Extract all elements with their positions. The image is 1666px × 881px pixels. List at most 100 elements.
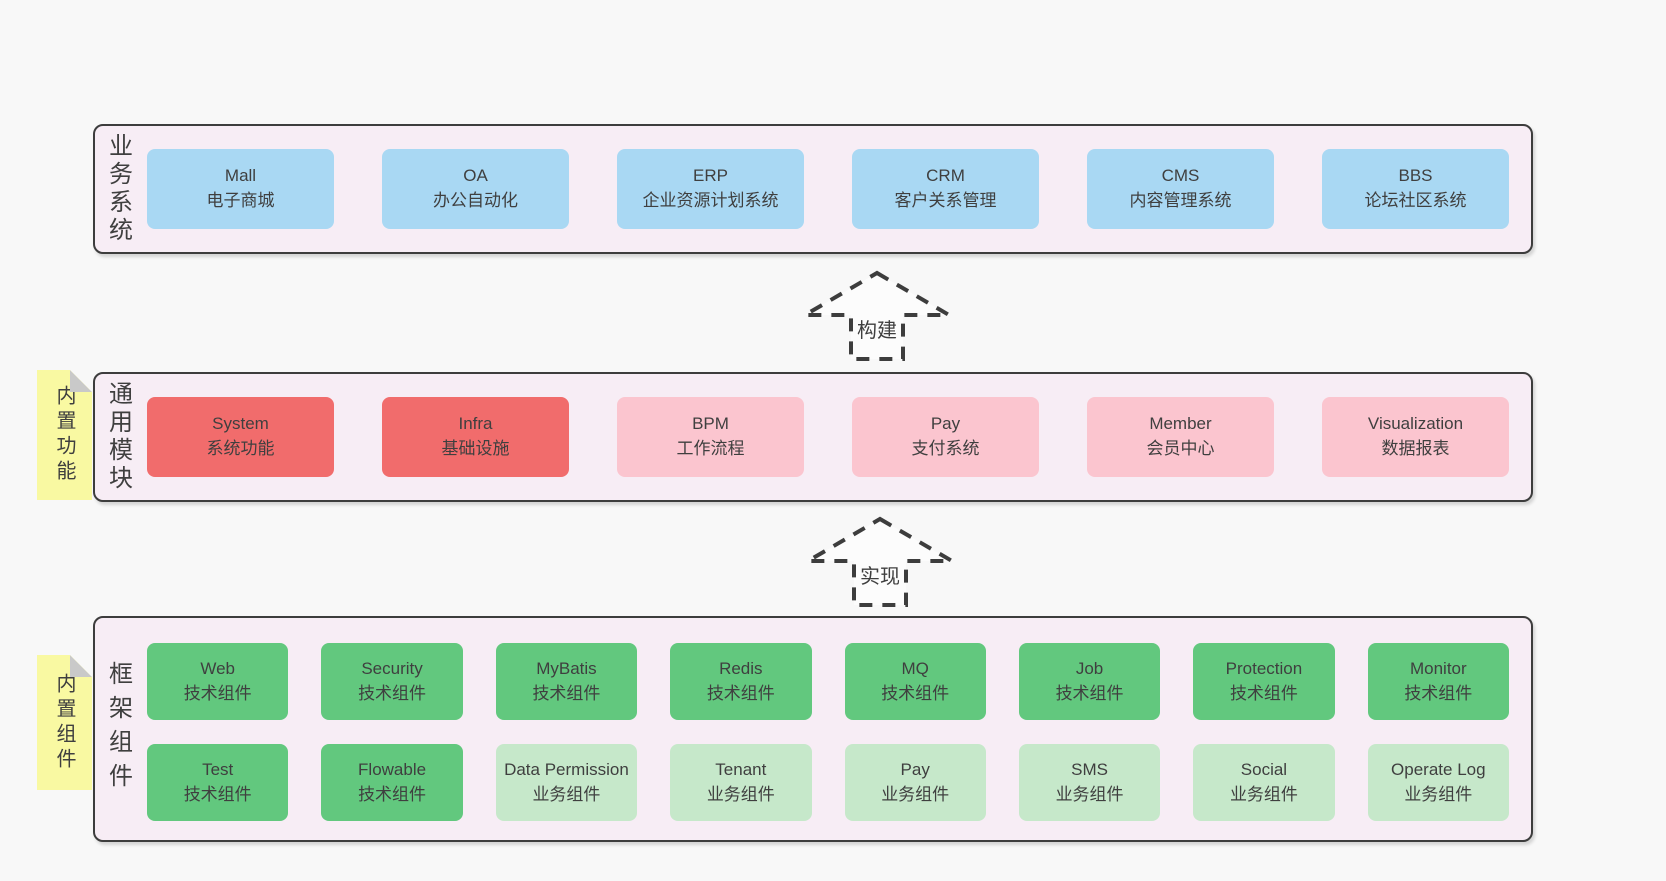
box-name: SMS bbox=[1071, 759, 1108, 779]
box-desc: 电子商城 bbox=[206, 191, 275, 210]
business-systems-layer: 业务系统 Mall 电子商城 OA 办公自动化 ERP 企业资源计划系统 CRM… bbox=[93, 124, 1533, 254]
box-crm: CRM 客户关系管理 bbox=[852, 149, 1039, 229]
box-name: Mall bbox=[224, 166, 257, 186]
box-name: Redis bbox=[719, 658, 763, 678]
modules-boxes-row: System 系统功能 Infra 基础设施 BPM 工作流程 Pay 支付系统… bbox=[141, 374, 1531, 500]
box-name: Pay bbox=[900, 759, 930, 779]
box-bpm: BPM 工作流程 bbox=[617, 397, 804, 477]
note-text: 内置功能 bbox=[53, 385, 75, 485]
box-desc: 支付系统 bbox=[911, 439, 980, 458]
box-name: MQ bbox=[901, 658, 929, 678]
box-redis: Redis 技术组件 bbox=[670, 643, 812, 720]
box-name: Job bbox=[1075, 658, 1104, 678]
built-in-components-note: 内置组件 bbox=[37, 655, 92, 790]
box-mall: Mall 电子商城 bbox=[147, 149, 334, 229]
implement-arrow-label: 实现 bbox=[857, 560, 903, 589]
box-name: Protection bbox=[1225, 658, 1303, 678]
layer-label-wrap: 通用模块 bbox=[95, 374, 141, 500]
box-security: Security 技术组件 bbox=[321, 643, 463, 720]
build-arrow: 构建 bbox=[802, 270, 952, 362]
box-name: Social bbox=[1240, 759, 1288, 779]
box-name: CRM bbox=[926, 166, 965, 186]
box-desc: 技术组件 bbox=[532, 683, 601, 703]
box-name: BPM bbox=[692, 414, 729, 434]
box-flowable: Flowable 技术组件 bbox=[321, 744, 463, 821]
box-pay-biz: Pay 业务组件 bbox=[844, 744, 986, 821]
business-layer-label: 业务系统 bbox=[104, 133, 132, 245]
box-desc: 论坛社区系统 bbox=[1364, 191, 1467, 210]
note-text: 内置组件 bbox=[53, 672, 75, 773]
components-boxes-grid: Web 技术组件 Security 技术组件 MyBatis 技术组件 Redi… bbox=[141, 618, 1531, 840]
box-visualization: Visualization 数据报表 bbox=[1322, 397, 1509, 477]
box-desc: 技术组件 bbox=[1055, 683, 1124, 703]
box-erp: ERP 企业资源计划系统 bbox=[617, 149, 804, 229]
box-name: MyBatis bbox=[536, 658, 597, 678]
box-desc: 内容管理系统 bbox=[1129, 191, 1232, 210]
box-name: Test bbox=[202, 759, 234, 779]
box-operate-log: Operate Log 业务组件 bbox=[1367, 744, 1509, 821]
box-test: Test 技术组件 bbox=[147, 744, 289, 821]
layer-label-wrap: 业务系统 bbox=[95, 126, 141, 252]
box-mq: MQ 技术组件 bbox=[844, 643, 986, 720]
box-job: Job 技术组件 bbox=[1018, 643, 1161, 720]
box-name: OA bbox=[463, 166, 488, 186]
box-tenant: Tenant 业务组件 bbox=[670, 744, 812, 821]
box-sms: SMS 业务组件 bbox=[1018, 744, 1161, 821]
box-name: ERP bbox=[693, 166, 728, 186]
common-modules-layer: 通用模块 System 系统功能 Infra 基础设施 BPM 工作流程 Pay… bbox=[93, 372, 1533, 502]
box-name: Tenant bbox=[715, 759, 767, 779]
box-web: Web 技术组件 bbox=[147, 643, 289, 720]
box-oa: OA 办公自动化 bbox=[382, 149, 569, 229]
box-desc: 业务组件 bbox=[1404, 784, 1473, 804]
box-desc: 技术组件 bbox=[881, 683, 950, 703]
box-name: CMS bbox=[1161, 166, 1200, 186]
box-desc: 业务组件 bbox=[532, 784, 601, 804]
box-monitor: Monitor 技术组件 bbox=[1367, 643, 1509, 720]
box-bbs: BBS 论坛社区系统 bbox=[1322, 149, 1509, 229]
box-name: Monitor bbox=[1409, 658, 1467, 678]
box-desc: 办公自动化 bbox=[433, 191, 518, 210]
framework-components-layer: 框架组件 Web 技术组件 Security 技术组件 MyBatis 技术组件… bbox=[93, 616, 1533, 842]
box-desc: 技术组件 bbox=[1229, 683, 1298, 703]
box-desc: 技术组件 bbox=[1404, 683, 1473, 703]
box-desc: 技术组件 bbox=[183, 683, 252, 703]
box-name: Web bbox=[200, 658, 236, 678]
box-name: Data Permission bbox=[504, 759, 629, 779]
box-desc: 业务组件 bbox=[881, 784, 950, 804]
box-name: Visualization bbox=[1367, 414, 1464, 434]
box-social: Social 业务组件 bbox=[1193, 744, 1335, 821]
box-desc: 客户关系管理 bbox=[894, 191, 997, 210]
box-system: System 系统功能 bbox=[147, 397, 334, 477]
box-desc: 企业资源计划系统 bbox=[642, 191, 779, 210]
layer-label-wrap: 框架组件 bbox=[95, 618, 141, 840]
box-name: Infra bbox=[458, 414, 493, 434]
box-cms: CMS 内容管理系统 bbox=[1087, 149, 1274, 229]
box-desc: 会员中心 bbox=[1146, 439, 1215, 458]
box-infra: Infra 基础设施 bbox=[382, 397, 569, 477]
box-desc: 技术组件 bbox=[706, 683, 775, 703]
box-pay: Pay 支付系统 bbox=[852, 397, 1039, 477]
box-desc: 数据报表 bbox=[1381, 439, 1450, 458]
build-arrow-label: 构建 bbox=[854, 314, 900, 343]
box-desc: 技术组件 bbox=[358, 683, 427, 703]
box-mybatis: MyBatis 技术组件 bbox=[495, 643, 638, 720]
modules-layer-label: 通用模块 bbox=[104, 381, 132, 493]
box-name: System bbox=[212, 414, 269, 434]
box-name: Security bbox=[361, 658, 423, 678]
box-member: Member 会员中心 bbox=[1087, 397, 1274, 477]
box-desc: 技术组件 bbox=[183, 784, 252, 804]
business-boxes-row: Mall 电子商城 OA 办公自动化 ERP 企业资源计划系统 CRM 客户关系… bbox=[141, 126, 1531, 252]
box-desc: 系统功能 bbox=[206, 439, 275, 458]
box-protection: Protection 技术组件 bbox=[1193, 643, 1335, 720]
components-layer-label: 框架组件 bbox=[104, 661, 132, 797]
box-data-permission: Data Permission 业务组件 bbox=[495, 744, 638, 821]
box-desc: 基础设施 bbox=[441, 439, 510, 458]
implement-arrow: 实现 bbox=[805, 516, 955, 608]
built-in-features-note: 内置功能 bbox=[37, 370, 92, 500]
box-name: Pay bbox=[930, 414, 961, 434]
box-desc: 业务组件 bbox=[706, 784, 775, 804]
box-name: Flowable bbox=[358, 759, 427, 779]
box-desc: 工作流程 bbox=[676, 439, 745, 458]
box-name: Member bbox=[1149, 414, 1212, 434]
box-desc: 业务组件 bbox=[1055, 784, 1124, 804]
